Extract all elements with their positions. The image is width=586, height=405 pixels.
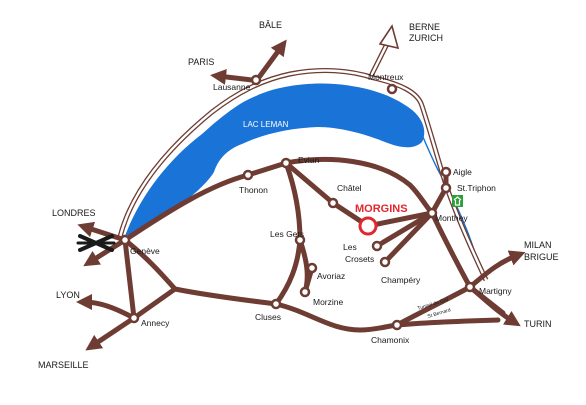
label-aigle: Aigle [453,167,472,177]
node-lausanne [250,74,262,86]
node-st-triphon [440,182,452,194]
label-evian: Evian [298,155,320,165]
label-geneve: Genève [130,246,160,256]
road-evian-monthey [283,157,435,216]
node-thonon [242,169,254,181]
label-marseille: MARSEILLE [38,360,89,370]
train-station-icon [452,195,463,207]
node-morzine [299,286,311,298]
label-crosets: Crosets [345,254,374,264]
label-paris: PARIS [188,57,214,67]
label-chamonix: Chamonix [371,335,410,345]
label-chatel: Châtel [337,183,362,193]
label-champery: Champéry [381,275,421,285]
node-les-gets [294,234,306,246]
label-annecy: Annecy [141,318,170,328]
arrow-londres [77,221,128,243]
road-evian-lesgets [283,160,303,243]
label-brigue: BRIGUE [524,252,559,262]
node-chatel [327,197,339,209]
arrow-milan [467,250,526,290]
arrow-paris [210,68,255,85]
arrow-marseille [85,315,137,351]
road-geneve-annecy [122,237,137,321]
road-lesgets-cluses [273,237,303,307]
road-evian-chatel-morgins [283,160,435,229]
road-chamonix-turin [394,317,501,328]
lake-label: LAC LEMAN [243,120,289,129]
road-annecy-split [131,286,178,321]
town-markers [119,74,476,331]
road-monthey-martigny [429,210,473,290]
label-milan: MILAN [524,240,552,250]
node-evian [280,157,292,169]
node-cluses [270,298,282,310]
road-monthey-crosets [374,210,435,249]
node-geneve [119,234,131,246]
arrow-bale [254,39,287,83]
label-monthey: Monthey [435,213,468,223]
morgins-label: MORGINS [355,203,408,215]
road-geneve-thonon [122,172,251,243]
label-lausanne: Lausanne [213,82,251,92]
label-les-gets: Les Gets [270,229,304,239]
label-les: Les [343,242,357,252]
node-morgins [358,216,378,236]
arrow-lyon-annecy [76,294,137,321]
airplane-icon [76,234,116,252]
node-montreux [386,83,398,95]
label-montreux: Montreux [368,72,404,82]
label-lyon: LYON [56,290,80,300]
node-champery [379,256,391,268]
node-annecy [128,312,140,324]
arrow-turin [467,284,521,327]
label-thonon: Thonon [239,185,268,195]
node-monthey [426,207,438,219]
label-zurich: ZURICH [409,33,443,43]
node-aigle [440,166,452,178]
lake-shape [125,83,425,236]
road-cluses-chamonix [273,301,400,333]
road-thonon-evian [245,160,289,178]
road-monthey-champery [382,210,435,265]
road-chamonix-martigny [394,284,473,328]
label-berne: BERNE [409,22,440,32]
label-morzine: Morzine [313,297,344,307]
node-chamonix [391,319,403,331]
node-les-crosets [371,240,383,252]
label-avoriaz: Avoriaz [317,271,345,281]
label-martigny: Martigny [479,286,512,296]
label-bale: BÂLE [259,20,282,30]
arrow-lyon [83,237,128,267]
label-cluses: Cluses [255,312,281,322]
label-st-triphon: St.Triphon [457,183,496,193]
label-londres: LONDRES [52,208,96,218]
road-network [76,39,526,351]
label-turin: TURIN [524,319,552,329]
node-martigny [464,281,476,293]
node-avoriaz [306,262,318,274]
